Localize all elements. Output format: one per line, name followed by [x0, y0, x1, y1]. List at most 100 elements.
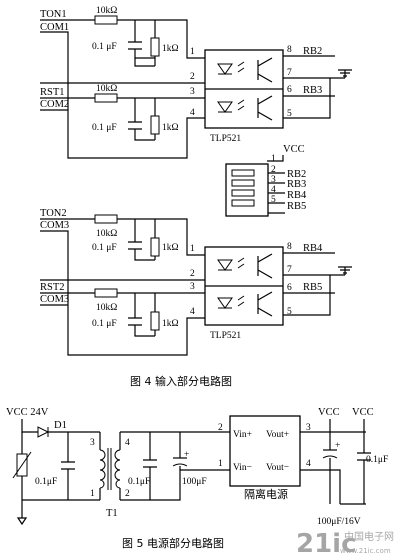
ground-symbol-power: [16, 500, 28, 526]
cap-label-a: 0.1 μF: [92, 42, 117, 52]
vcc-wire-network: [267, 155, 284, 162]
figure-5-caption: 图 5 电源部分电路图: [122, 536, 224, 550]
ic-label-tlp521-1: TLP521: [210, 134, 241, 144]
t1-pin1: 1: [90, 489, 95, 499]
watermark-cn: 中国电子网: [344, 530, 394, 543]
module-vin-plus: Vin+: [233, 430, 252, 440]
res-label-10k-d: 10kΩ: [96, 303, 117, 313]
cap-a-leads: [134, 20, 155, 59]
cap-elec-plus: +: [184, 450, 189, 460]
opto2-pin8: 8: [287, 242, 292, 252]
resistor-1k-d: [150, 311, 160, 331]
opto2-transistor-a: [257, 253, 273, 279]
diode-d1: [37, 426, 50, 438]
wire-ton2-to-pin1: [117, 218, 205, 256]
cap-out-plus: +: [335, 441, 340, 451]
t1-core: [107, 448, 112, 490]
resistor-10k-d: [94, 288, 118, 298]
res-label-1k-b: 1kΩ: [162, 123, 179, 133]
res-label-1k-d: 1kΩ: [162, 319, 179, 329]
opto2-pin4: 4: [190, 307, 195, 317]
output-rb5: RB5: [303, 282, 322, 293]
cap-elec-label: 100μF: [182, 477, 207, 487]
cap-out-elec-curve: [322, 455, 338, 459]
cap-label-b: 0.1 μF: [92, 123, 117, 133]
opto2-led-b: [217, 297, 233, 309]
rn-label-rb5: RB5: [287, 201, 306, 212]
resistor-10k-b: [94, 93, 118, 103]
watermark-main: 21ic: [296, 529, 357, 559]
label-com1: COM1: [40, 22, 69, 33]
rn-pin1: 1: [271, 154, 276, 164]
cap-b-leads: [134, 98, 155, 141]
watermark-url: www.21ic.com: [340, 547, 391, 555]
opto2-led-a: [217, 259, 233, 271]
capacitor-b: [128, 121, 142, 130]
res-label-1k-c: 1kΩ: [162, 243, 179, 253]
opto2-pin2: 2: [190, 269, 195, 279]
ground-symbol-2: [338, 266, 352, 275]
opto1-pin3: 3: [190, 87, 195, 97]
opto1-light-arrows: [237, 61, 245, 111]
varistor: [16, 453, 28, 477]
rn-element-2: [231, 179, 255, 187]
module-label: 隔离电源: [244, 487, 288, 501]
diode-label-d1: D1: [54, 420, 67, 431]
cap-d-leads: [134, 293, 155, 337]
opto2-pin7: 7: [287, 265, 292, 275]
wire-com3-return: [40, 230, 205, 356]
wire-vcc-in: [21, 419, 38, 433]
t1-secondary-coil: [114, 449, 121, 489]
cap-in-label: 0.1μF: [35, 477, 57, 487]
cap-elec-curve: [172, 463, 188, 467]
opto1-output-wires: [283, 55, 345, 119]
t1-pin3: 3: [90, 438, 95, 448]
module-pin1: 1: [218, 459, 223, 469]
input-group-1: TON1 COM1 RST1 COM2 10kΩ 10kΩ 0.1 μF 1kΩ…: [40, 6, 352, 159]
res-label-10k-c: 10kΩ: [96, 229, 117, 239]
label-rst1: RST1: [40, 87, 65, 98]
vcc-out-label-2: VCC: [352, 407, 374, 418]
input-group-2: TON2 COM3 RST2 COM3 10kΩ 10kΩ 0.1 μF 1kΩ…: [40, 208, 352, 356]
module-pin4: 4: [306, 459, 311, 469]
cap-out-label: 0.1μF: [366, 455, 388, 465]
vcc-out-label-1: VCC: [318, 407, 340, 418]
capacitor-mid: [143, 459, 157, 468]
opto1-pin2: 2: [190, 72, 195, 82]
module-vin-minus: Vin−: [233, 463, 252, 473]
label-com2: COM2: [40, 99, 69, 110]
module-vout-plus: Vout+: [266, 430, 289, 440]
cap-mid-label: 0.1μF: [128, 477, 150, 487]
rn-pin2: 2: [271, 165, 276, 175]
figure-4-caption: 图 4 输入部分电路图: [130, 374, 232, 388]
vcc-label-network: VCC: [283, 144, 305, 155]
label-rst2: RST2: [40, 282, 65, 293]
opto2-pin3: 3: [190, 282, 195, 292]
capacitor-c: [128, 241, 142, 250]
module-pin2: 2: [218, 423, 223, 433]
opto1-led-a: [217, 63, 233, 75]
resistor-network: VCC 1 2 3 4 5 RB2 RB3 RB4 RB5: [225, 144, 307, 217]
res-label-1k-a: 1kΩ: [162, 44, 179, 54]
res-label-10k-a: 10kΩ: [96, 6, 117, 16]
t1-pin4: 4: [125, 438, 130, 448]
rn-pin5: 5: [271, 195, 276, 205]
opto1-pin5: 5: [287, 109, 292, 119]
t1-pin2: 2: [125, 489, 130, 499]
shunt-a-join: [134, 58, 155, 67]
opto2-transistor-b: [257, 291, 273, 317]
ic-label-tlp521-2: TLP521: [210, 331, 241, 341]
cap-c-leads: [134, 219, 155, 261]
label-com3-a: COM3: [40, 220, 69, 231]
label-ton1: TON1: [40, 9, 67, 20]
capacitor-d: [128, 317, 142, 326]
opto1-transistor-b: [257, 95, 273, 121]
isolated-power-module: [229, 415, 301, 487]
output-rb4: RB4: [303, 243, 323, 254]
rn-element-4: [231, 199, 255, 207]
t1-primary-coil: [99, 449, 106, 489]
opto1-transistor-a: [257, 57, 273, 83]
capacitor-a: [128, 41, 142, 50]
module-pin3: 3: [306, 423, 311, 433]
